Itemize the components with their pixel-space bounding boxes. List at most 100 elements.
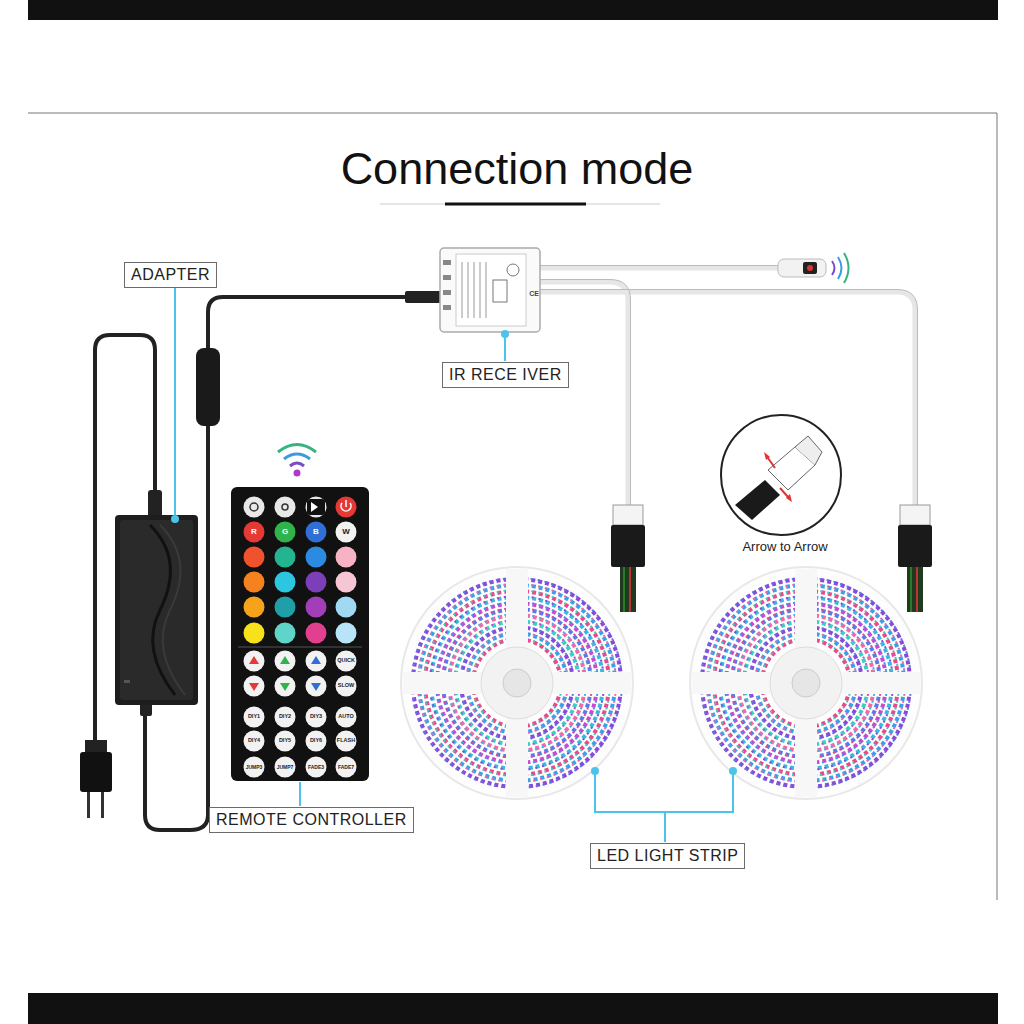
remote-button — [275, 651, 296, 672]
reel-rim — [401, 567, 633, 799]
certification-mark: CE — [529, 290, 539, 297]
frame-line — [997, 113, 998, 900]
remote-button — [306, 572, 327, 593]
remote-button — [306, 757, 327, 778]
button-label: JUMP3 — [246, 765, 263, 770]
leader-dot — [591, 767, 599, 775]
remote-button — [275, 731, 296, 752]
remote-button — [336, 572, 357, 593]
top-bar — [28, 0, 998, 20]
arrow-icon — [249, 656, 259, 664]
led-strip-turn — [762, 639, 850, 727]
arrow-icon — [280, 683, 290, 691]
remote-button — [275, 522, 296, 543]
leader-line — [174, 288, 176, 515]
callout-text: REMOTE CONTROLLER — [216, 811, 407, 828]
remote-button — [244, 572, 265, 593]
remote-button — [244, 707, 265, 728]
led-strip-turn — [466, 632, 568, 734]
remote-button — [244, 651, 265, 672]
ir-sensor — [778, 253, 849, 283]
button-label: JUMP7 — [277, 765, 294, 770]
reel-hub — [770, 647, 842, 719]
callout-box: REMOTE CONTROLLER — [209, 807, 414, 833]
bottom-bar — [28, 993, 998, 1024]
button-label: DIY3 — [310, 714, 322, 720]
title-underline — [445, 203, 586, 206]
led-strip-turn — [755, 632, 857, 734]
button-label: DIY6 — [310, 738, 322, 744]
leader-bracket — [595, 772, 733, 842]
title: Connection mode — [0, 143, 1024, 195]
remote-button — [336, 757, 357, 778]
remote-button — [336, 731, 357, 752]
title-rule — [380, 204, 660, 205]
arrow-icon — [249, 683, 259, 691]
remote-button — [336, 522, 357, 543]
dc-jack — [405, 291, 443, 303]
remote-button — [336, 651, 357, 672]
led-strip-turn — [473, 639, 561, 727]
leader-dot — [729, 767, 737, 775]
arrow-icon — [311, 683, 321, 691]
leader-dot — [501, 330, 509, 338]
ferrite-bead — [196, 348, 220, 426]
callout-box: IR RECE IVER — [442, 362, 569, 388]
remote-button — [244, 623, 265, 644]
brightness-icon — [282, 504, 288, 510]
inset-caption: Arrow to Arrow — [742, 540, 827, 553]
reel-hub — [481, 647, 553, 719]
ir-receiver-box — [440, 248, 540, 332]
remote-button — [275, 572, 296, 593]
reel-hub — [792, 669, 820, 697]
remote-button — [275, 547, 296, 568]
remote-button — [336, 547, 357, 568]
remote-button — [306, 623, 327, 644]
remote-button — [306, 547, 327, 568]
button-label: W — [342, 528, 350, 536]
wall-plug — [80, 740, 112, 818]
remote-button — [244, 676, 265, 697]
button-label: DIY1 — [248, 714, 260, 720]
cord-strain-relief — [148, 490, 162, 518]
button-label: FADE7 — [338, 765, 354, 770]
remote-button — [244, 497, 265, 518]
remote-button — [275, 623, 296, 644]
arrow-icon — [311, 656, 321, 664]
remote-button — [244, 731, 265, 752]
connector-inset — [721, 415, 841, 535]
remote-button — [306, 731, 327, 752]
button-label: G — [282, 528, 288, 536]
remote-button — [275, 707, 296, 728]
remote-controller — [231, 445, 369, 782]
arrow-icon — [280, 656, 290, 664]
play-icon — [311, 502, 318, 512]
button-label: B — [313, 528, 319, 536]
play-icon — [307, 499, 325, 515]
button-label: DIY2 — [279, 714, 291, 720]
button-label: SLOW — [338, 683, 355, 689]
leader-line — [299, 782, 301, 806]
remote-button — [336, 623, 357, 644]
frame-line — [28, 113, 997, 114]
remote-button — [244, 522, 265, 543]
led-strip-turn — [761, 638, 851, 728]
button-label: FLASH — [337, 738, 355, 744]
remote-button — [275, 497, 296, 518]
remote-button — [306, 522, 327, 543]
remote-button — [306, 597, 327, 618]
led-strip-turn — [756, 633, 856, 733]
brightness-icon — [250, 503, 258, 511]
callout-text: IR RECE IVER — [449, 366, 562, 383]
led-strip-reels — [401, 567, 922, 799]
callout-text: LED LIGHT STRIP — [597, 847, 738, 864]
button-label: FADE3 — [308, 765, 324, 770]
remote-button — [336, 597, 357, 618]
remote-button — [306, 676, 327, 697]
remote-button — [336, 707, 357, 728]
led-strip-turn — [472, 638, 562, 728]
power-icon — [345, 500, 347, 507]
callout-box: LED LIGHT STRIP — [590, 843, 745, 869]
button-label: R — [251, 528, 257, 536]
